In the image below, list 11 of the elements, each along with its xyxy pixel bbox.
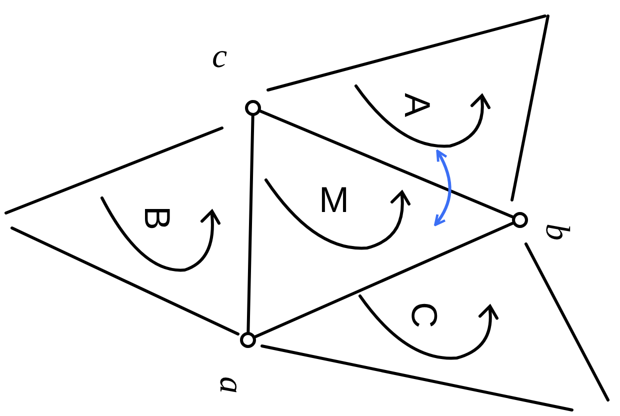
double-arrow [434,150,452,226]
vertex-label: b [540,224,574,240]
face-label: C [406,302,442,328]
face-label: B [139,206,176,230]
mesh-edge [258,110,514,218]
vertex-label: a [214,376,248,394]
face-label: M [319,182,349,218]
mesh-edge [254,222,514,338]
mesh-edge [246,114,254,334]
face-label: A [399,92,436,117]
vertex-label: c [212,40,228,74]
